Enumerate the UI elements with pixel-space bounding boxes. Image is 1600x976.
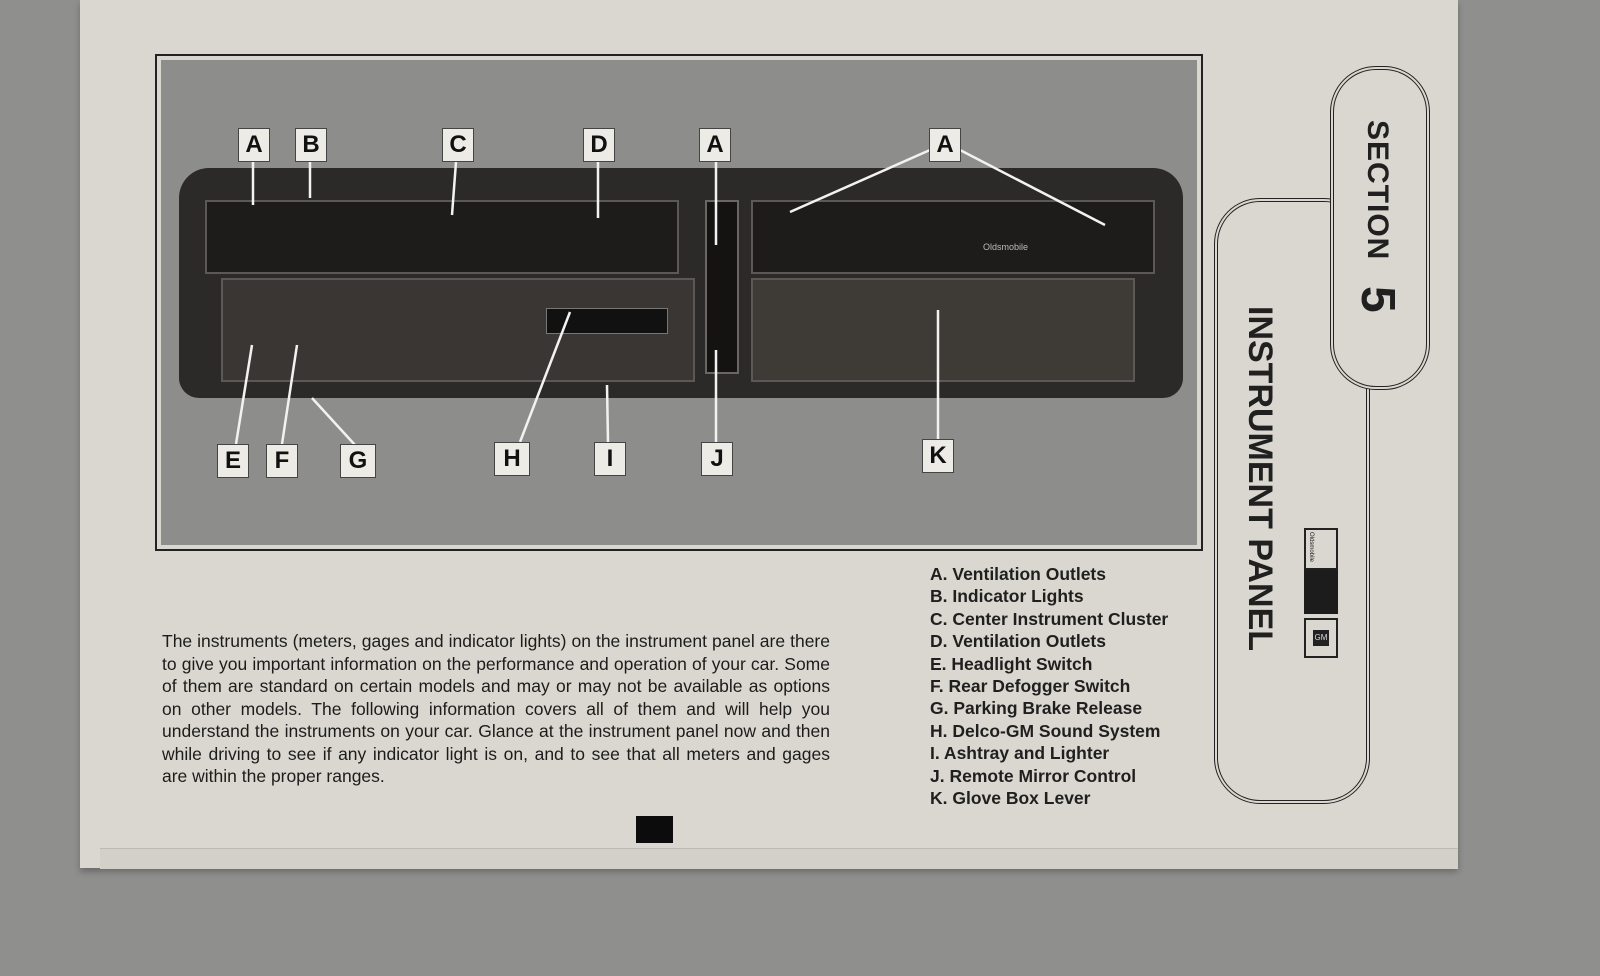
dashboard-image: Oldsmobile: [161, 60, 1197, 545]
callout-j: J: [701, 442, 733, 476]
legend-item: D. Ventilation Outlets: [930, 631, 1106, 652]
callout-k: K: [922, 439, 954, 473]
callout-e: E: [217, 444, 249, 478]
logo-divider: [1304, 570, 1338, 614]
legend-list: A. Ventilation Outlets B. Indicator Ligh…: [930, 563, 1168, 809]
callout-c: C: [442, 128, 474, 162]
callout-a-3: A: [929, 128, 961, 162]
legend-item: H. Delco-GM Sound System: [930, 720, 1161, 741]
legend-item: A. Ventilation Outlets: [930, 564, 1106, 584]
legend-item: I. Ashtray and Lighter: [930, 743, 1110, 764]
section-number-tab: [1330, 66, 1430, 390]
section-tab: [1214, 198, 1370, 804]
legend-item: B. Indicator Lights: [930, 586, 1084, 607]
glove-box: [751, 278, 1135, 382]
callout-i: I: [594, 442, 626, 476]
callout-g: G: [340, 444, 376, 478]
legend-item: J. Remote Mirror Control: [930, 765, 1137, 786]
callout-d: D: [583, 128, 615, 162]
legend-item: G. Parking Brake Release: [930, 698, 1143, 719]
page-edge: [100, 848, 1458, 869]
section-number: 5: [1351, 286, 1404, 313]
brand-badge: Oldsmobile: [983, 242, 1029, 252]
section-title: INSTRUMENT PANEL: [1241, 306, 1279, 652]
gauge-cluster: [205, 200, 679, 274]
instrument-panel-photo: Oldsmobile: [155, 54, 1203, 551]
gm-logo: GM: [1304, 618, 1338, 658]
legend-item: K. Glove Box Lever: [930, 788, 1091, 809]
oldsmobile-logo: Oldsmobile: [1304, 528, 1338, 570]
callout-h: H: [494, 442, 530, 476]
legend-item: C. Center Instrument Cluster: [930, 608, 1169, 629]
callout-a-2: A: [699, 128, 731, 162]
center-column: [705, 200, 739, 374]
intro-paragraph: The instruments (meters, gages and indic…: [162, 631, 830, 786]
callout-a-1: A: [238, 128, 270, 162]
section-label: SECTION: [1361, 120, 1394, 261]
passenger-upper-panel: [751, 200, 1155, 274]
callout-b: B: [295, 128, 327, 162]
legend-item: E. Headlight Switch: [930, 653, 1093, 674]
page-marker: [636, 816, 673, 843]
callout-f: F: [266, 444, 298, 478]
legend-item: F. Rear Defogger Switch: [930, 676, 1131, 697]
